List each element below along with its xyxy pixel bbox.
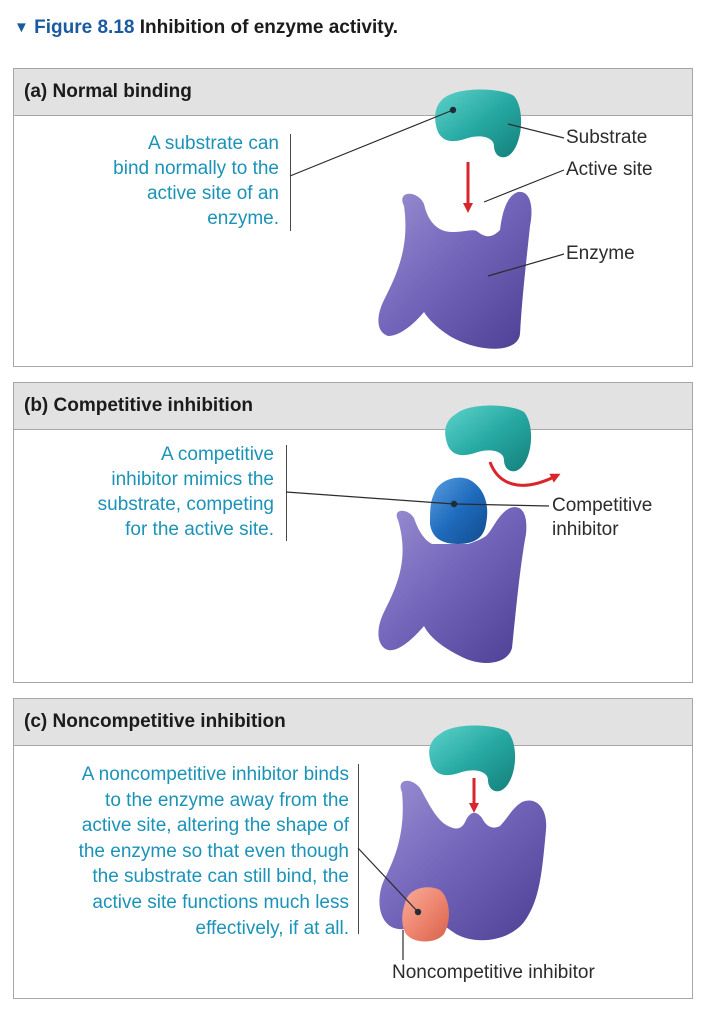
caption-line: A noncompetitive inhibitor binds — [81, 764, 349, 785]
substrate-shape — [445, 405, 532, 472]
substrate-shape — [429, 725, 516, 792]
caption-line: the substrate can still bind, the — [92, 866, 349, 888]
noncompetitive-inhibitor-shape — [402, 887, 449, 942]
caption-line: active site of an — [146, 183, 279, 204]
leader-lines — [289, 109, 565, 277]
caption-bar — [286, 445, 287, 541]
label-competitive-inhibitor: Competitive inhibitor — [552, 494, 652, 542]
figure-caption-title: Inhibition of enzyme activity. — [139, 17, 399, 38]
panel-normal-binding: (a) Normal binding — [13, 68, 693, 367]
caption-line: the enzyme so that even though — [78, 840, 349, 862]
label-line: inhibitor — [552, 519, 619, 540]
competitive-inhibitor-shape — [430, 477, 488, 544]
inhibitor-dot — [414, 908, 422, 916]
label-active-site: Active site — [566, 159, 653, 180]
caption-line: for the active site. — [125, 519, 274, 540]
caption-line: active site, altering the shape of — [81, 815, 349, 837]
figure-number: ▼ Figure 8.18 — [14, 17, 134, 38]
enzyme-shape — [378, 191, 532, 349]
red-curved-arrow — [488, 461, 561, 487]
leader-lines — [285, 491, 550, 507]
caption-line: A substrate can — [148, 133, 279, 154]
label-substrate: Substrate — [566, 127, 648, 148]
enzyme-shape — [378, 507, 527, 663]
substrate-shape — [435, 89, 522, 158]
caption-line: enzyme. — [207, 208, 279, 229]
substrate-dot — [449, 106, 457, 114]
panel-competitive-inhibition: (b) Competitive inhibition — [13, 382, 693, 683]
caption-line: A competitive — [161, 444, 274, 465]
caption-normal-binding: A substrate can bind normally to the act… — [113, 131, 279, 231]
label-noncompetitive-inhibitor: Noncompetitive inhibitor — [392, 962, 595, 983]
caption-bar — [290, 134, 291, 231]
label-line: Competitive — [552, 495, 653, 516]
panel-noncompetitive-inhibition: (c) Noncompetitive inhibition — [13, 698, 693, 999]
leader-lines — [357, 847, 419, 960]
panel-heading: (b) Competitive inhibition — [14, 383, 692, 430]
label-enzyme: Enzyme — [566, 243, 635, 264]
caption-line: inhibitor mimics the — [111, 469, 274, 490]
caption-line: effectively, if at all. — [195, 917, 349, 939]
caption-competitive: A competitive inhibitor mimics the subst… — [98, 442, 274, 542]
caption-line: to the enzyme away from the — [105, 789, 349, 811]
caption-line: active site functions much less — [92, 891, 349, 913]
triangle-marker-icon: ▼ — [14, 19, 29, 36]
caption-line: substrate, competing — [97, 494, 274, 515]
figure-number-text: Figure 8.18 — [34, 17, 135, 38]
caption-line: bind normally to the — [113, 158, 279, 179]
figure-title: ▼ Figure 8.18 Inhibition of enzyme activ… — [14, 17, 398, 39]
panel-heading: (a) Normal binding — [14, 69, 692, 116]
panel-heading: (c) Noncompetitive inhibition — [14, 699, 692, 746]
caption-noncompetitive: A noncompetitive inhibitor binds to the … — [79, 762, 349, 941]
inhibitor-dot — [450, 500, 458, 508]
